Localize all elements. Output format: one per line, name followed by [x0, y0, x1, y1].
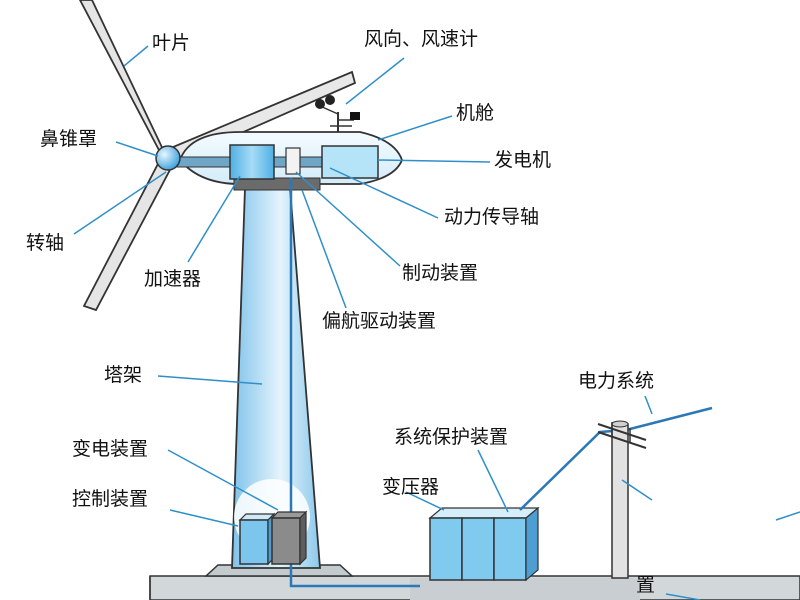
label-blade: 叶片	[152, 32, 191, 54]
label-tower: 塔架	[104, 364, 143, 386]
anemometer-instrument	[315, 95, 360, 132]
label-partial-bottom: 置	[636, 574, 656, 596]
control-cabinets	[238, 510, 308, 566]
label-brake: 制动装置	[402, 262, 479, 284]
label-generator: 发电机	[494, 149, 552, 171]
label-power-system: 电力系统	[578, 370, 655, 392]
leader-lines	[73, 45, 800, 600]
label-control: 控制装置	[72, 488, 149, 510]
generator-box	[321, 145, 379, 179]
label-rotor-shaft: 转轴	[26, 232, 65, 254]
label-yaw-drive: 偏航驱动装置	[322, 310, 437, 332]
yaw-plate	[233, 177, 321, 191]
transformer-units	[428, 506, 540, 582]
label-nose-cone: 鼻锥罩	[40, 128, 98, 150]
label-power-shaft: 动力传导轴	[444, 206, 540, 228]
gearbox-box	[229, 144, 275, 180]
label-transformer-station: 变电装置	[72, 438, 149, 460]
label-gearbox: 加速器	[144, 268, 202, 290]
nose-cone	[155, 145, 181, 171]
brake-box	[285, 147, 301, 175]
label-transformer: 变压器	[382, 476, 440, 498]
label-anemometer: 风向、风速计	[364, 28, 479, 50]
label-nacelle: 机舱	[456, 102, 495, 124]
power-cable	[289, 178, 420, 588]
utility-pole	[597, 420, 647, 579]
label-protection: 系统保护装置	[394, 426, 509, 448]
